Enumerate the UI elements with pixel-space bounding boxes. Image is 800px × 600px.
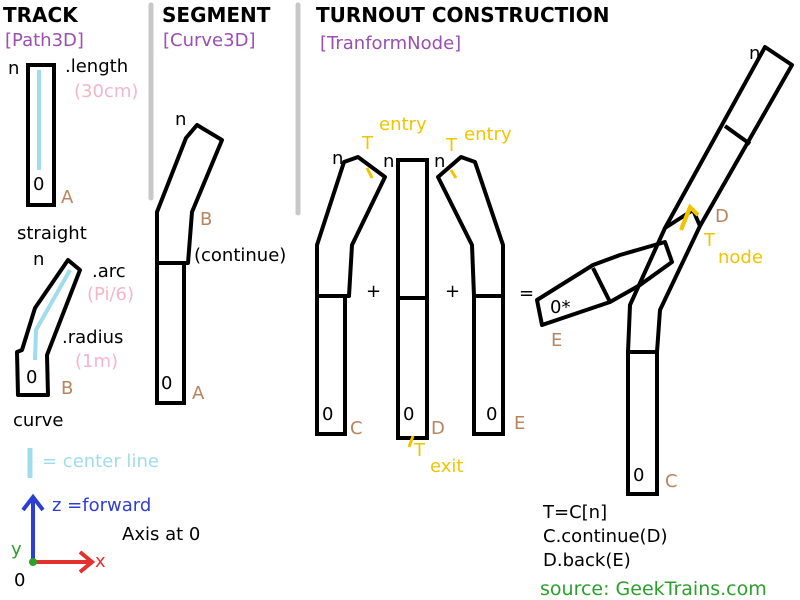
assembled-n-label: n <box>749 43 761 64</box>
length-property-label: .length <box>65 56 129 77</box>
turnout-e-label: E <box>514 413 526 434</box>
y-axis-origin-dot <box>29 558 37 566</box>
arc-property-label: .arc <box>92 261 126 282</box>
turnout-e-t-label: T <box>446 135 457 156</box>
x-axis-arrowhead <box>78 550 96 574</box>
axis-note: Axis at 0 <box>122 524 201 545</box>
assembled-e-branch <box>535 240 674 327</box>
assembled-zero-label: 0 <box>633 465 645 486</box>
node-arrow-stem <box>679 207 692 231</box>
segment-continue-label: (continue) <box>194 245 287 266</box>
curve-track-shape <box>15 258 82 397</box>
segment-n-label: n <box>175 109 187 130</box>
straight-zero-label: 0 <box>33 174 45 195</box>
segment-header: SEGMENT <box>162 3 271 27</box>
assembled-straight-up <box>663 45 794 229</box>
turnout-d-n-label: n <box>383 151 395 172</box>
y-axis-label: y <box>11 539 22 560</box>
turnout-d-t-label: T <box>414 440 425 461</box>
straight-caption: straight <box>17 223 87 244</box>
note-line-1: T=C[n] <box>543 502 608 523</box>
curve-b-label: B <box>61 378 74 399</box>
track-header: TRACK <box>3 3 78 27</box>
turnout-d-exit-label: exit <box>430 456 464 477</box>
assembled-e-joint <box>591 267 612 303</box>
turnout-e-zero-label: 0 <box>486 404 498 425</box>
assembled-c-label: C <box>665 471 678 492</box>
node-t-label: T <box>704 230 715 251</box>
track-type-label: [Path3D] <box>5 30 84 51</box>
assembled-e-label: E <box>551 330 563 351</box>
turnout-c-n-label: n <box>332 148 344 169</box>
assembled-zero-star-label: 0* <box>550 297 571 318</box>
curve-caption: curve <box>13 410 64 431</box>
turnout-d-zero-label: 0 <box>403 404 415 425</box>
note-line-2: C.continue(D) <box>543 526 668 547</box>
turnout-e-entry-mark <box>449 169 458 179</box>
straight-n-label: n <box>8 58 20 79</box>
straight-a-label: A <box>61 187 74 208</box>
curve-n-label: n <box>33 249 45 270</box>
z-axis-arrowhead <box>21 493 45 512</box>
segment-type-label: [Curve3D] <box>163 30 256 51</box>
turnout-c-label: C <box>350 418 363 439</box>
assembled-d-label: D <box>715 206 729 227</box>
turnout-e-entry-label: entry <box>464 124 512 145</box>
plus-sign-1: + <box>366 281 382 302</box>
note-line-3: D.back(E) <box>543 550 631 571</box>
x-axis-label: x <box>95 551 106 572</box>
arc-value-label: (Pi/6) <box>87 284 135 305</box>
turnout-e-n-label: n <box>434 151 446 172</box>
equals-sign: = <box>519 283 535 304</box>
assembled-straight-joint <box>723 124 752 146</box>
radius-value-label: (1m) <box>75 351 119 372</box>
curve-zero-label: 0 <box>26 367 38 388</box>
segment-zero-label: 0 <box>161 373 173 394</box>
length-value-label: (30cm) <box>74 81 139 102</box>
plus-sign-2: + <box>445 281 461 302</box>
turnout-d-label: D <box>431 418 445 439</box>
turnout-d-exit-mark <box>407 435 415 448</box>
segment-a-label: A <box>192 383 205 404</box>
assembled-branch-up <box>626 208 702 354</box>
turnout-c-entry-mark <box>365 167 374 179</box>
turnout-c-curve <box>315 155 387 298</box>
straight-track-shape <box>26 63 56 207</box>
turnout-header: TURNOUT CONSTRUCTION <box>316 3 610 27</box>
turnout-c-t-label: T <box>362 133 373 154</box>
axis-origin-label: 0 <box>14 570 26 591</box>
node-label: node <box>718 247 763 268</box>
curve-center-line <box>33 269 72 361</box>
radius-property-label: .radius <box>62 327 124 348</box>
segment-curve-part <box>155 123 224 265</box>
z-axis-label: z =forward <box>52 495 152 516</box>
turnout-c-zero-label: 0 <box>322 404 334 425</box>
turnout-c-entry-label: entry <box>379 114 427 135</box>
source-credit: source: GeekTrains.com <box>540 578 767 600</box>
segment-b-label: B <box>200 209 213 230</box>
turnout-e-curve <box>436 155 505 298</box>
turnout-type-label: [TranformNode] <box>320 33 462 54</box>
center-line-legend-label: = center line <box>42 451 159 472</box>
